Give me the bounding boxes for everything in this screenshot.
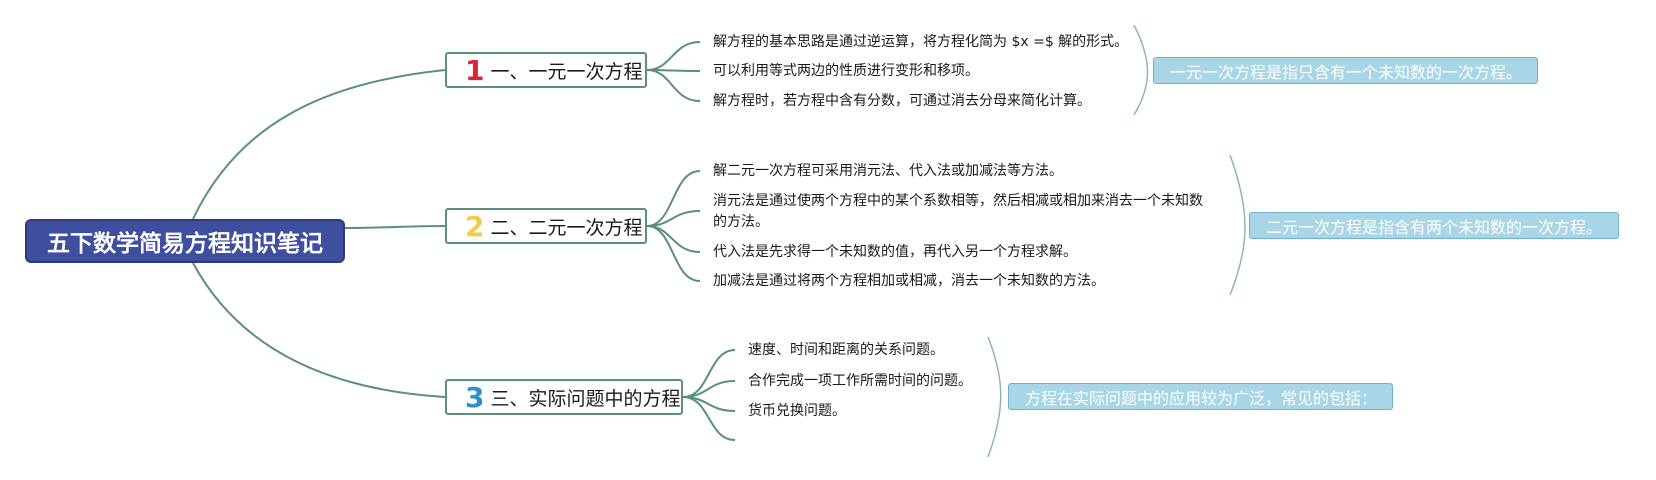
leaf-2-2[interactable]: 消元法是通过使两个方程中的某个系数相等，然后相减或相加来消去一个未知数的方法。 xyxy=(713,193,1203,230)
branch-3[interactable]: 3 三、实际问题中的方程 xyxy=(445,379,683,415)
leaf-2-1[interactable]: 解二元一次方程可采用消元法、代入法或加减法等方法。 xyxy=(713,163,1063,179)
branch-label-3: 三、实际问题中的方程 xyxy=(490,387,681,410)
root-topic[interactable]: 五下数学简易方程知识笔记 xyxy=(25,219,345,263)
connector-b2-leaf2 xyxy=(646,210,701,227)
summary-bracket-3 xyxy=(987,336,1002,458)
connector-root-branch3 xyxy=(192,262,446,398)
leaf-2-3[interactable]: 代入法是先求得一个未知数的值，再代入另一个方程求解。 xyxy=(713,244,1077,260)
leaf-1-1[interactable]: 解方程的基本思路是通过逆运算，将方程化简为 $x =$ 解的形式。 xyxy=(713,34,1129,50)
branch-1[interactable]: 1 一、一元一次方程 xyxy=(445,52,647,88)
connector-b1-leaf1 xyxy=(646,41,701,71)
leaf-3-2[interactable]: 合作完成一项工作所需时间的问题。 xyxy=(748,373,972,389)
summary-bracket-1 xyxy=(1133,24,1149,116)
summary-text-3: 方程在实际问题中的应用较为广泛，常见的包括： xyxy=(1025,388,1378,408)
summary-text-1: 一元一次方程是指只含有一个未知数的一次方程。 xyxy=(1170,62,1523,82)
leaf-1-3[interactable]: 解方程时，若方程中含有分数，可通过消去分母来简化计算。 xyxy=(713,93,1091,109)
branch-label-1: 一、一元一次方程 xyxy=(490,60,643,83)
connector-b2-leaf1 xyxy=(646,170,701,227)
connector-root-branch2 xyxy=(344,225,446,229)
leaf-3-1[interactable]: 速度、时间和距离的关系问题。 xyxy=(748,342,944,358)
branch-number-3: 3 xyxy=(465,380,485,414)
summary-bracket-2 xyxy=(1229,154,1246,296)
summary-3[interactable]: 方程在实际问题中的应用较为广泛，常见的包括： xyxy=(1008,383,1393,410)
summary-text-2: 二元一次方程是指含有两个未知数的一次方程。 xyxy=(1266,217,1603,237)
summary-1[interactable]: 一元一次方程是指只含有一个未知数的一次方程。 xyxy=(1153,57,1538,84)
connector-b2-leaf3 xyxy=(646,225,701,253)
leaf-3-3[interactable]: 货币兑换问题。 xyxy=(748,403,846,419)
branch-2[interactable]: 2 二、二元一次方程 xyxy=(445,208,647,244)
connector-b2-leaf4 xyxy=(646,225,701,282)
leaf-1-2[interactable]: 可以利用等式两边的性质进行变形和移项。 xyxy=(713,63,979,79)
branch-number-1: 1 xyxy=(465,53,485,87)
connector-b1-leaf3 xyxy=(646,69,701,102)
branch-label-2: 二、二元一次方程 xyxy=(490,216,643,239)
branch-number-2: 2 xyxy=(465,209,485,243)
connector-b3-leaf4 xyxy=(682,396,736,441)
root-title: 五下数学简易方程知识笔记 xyxy=(47,231,323,257)
summary-2[interactable]: 二元一次方程是指含有两个未知数的一次方程。 xyxy=(1249,212,1619,239)
leaf-2-4[interactable]: 加减法是通过将两个方程相加或相减，消去一个未知数的方法。 xyxy=(713,273,1105,289)
connector-root-branch1 xyxy=(192,69,446,220)
connector-b3-leaf1 xyxy=(682,349,736,398)
